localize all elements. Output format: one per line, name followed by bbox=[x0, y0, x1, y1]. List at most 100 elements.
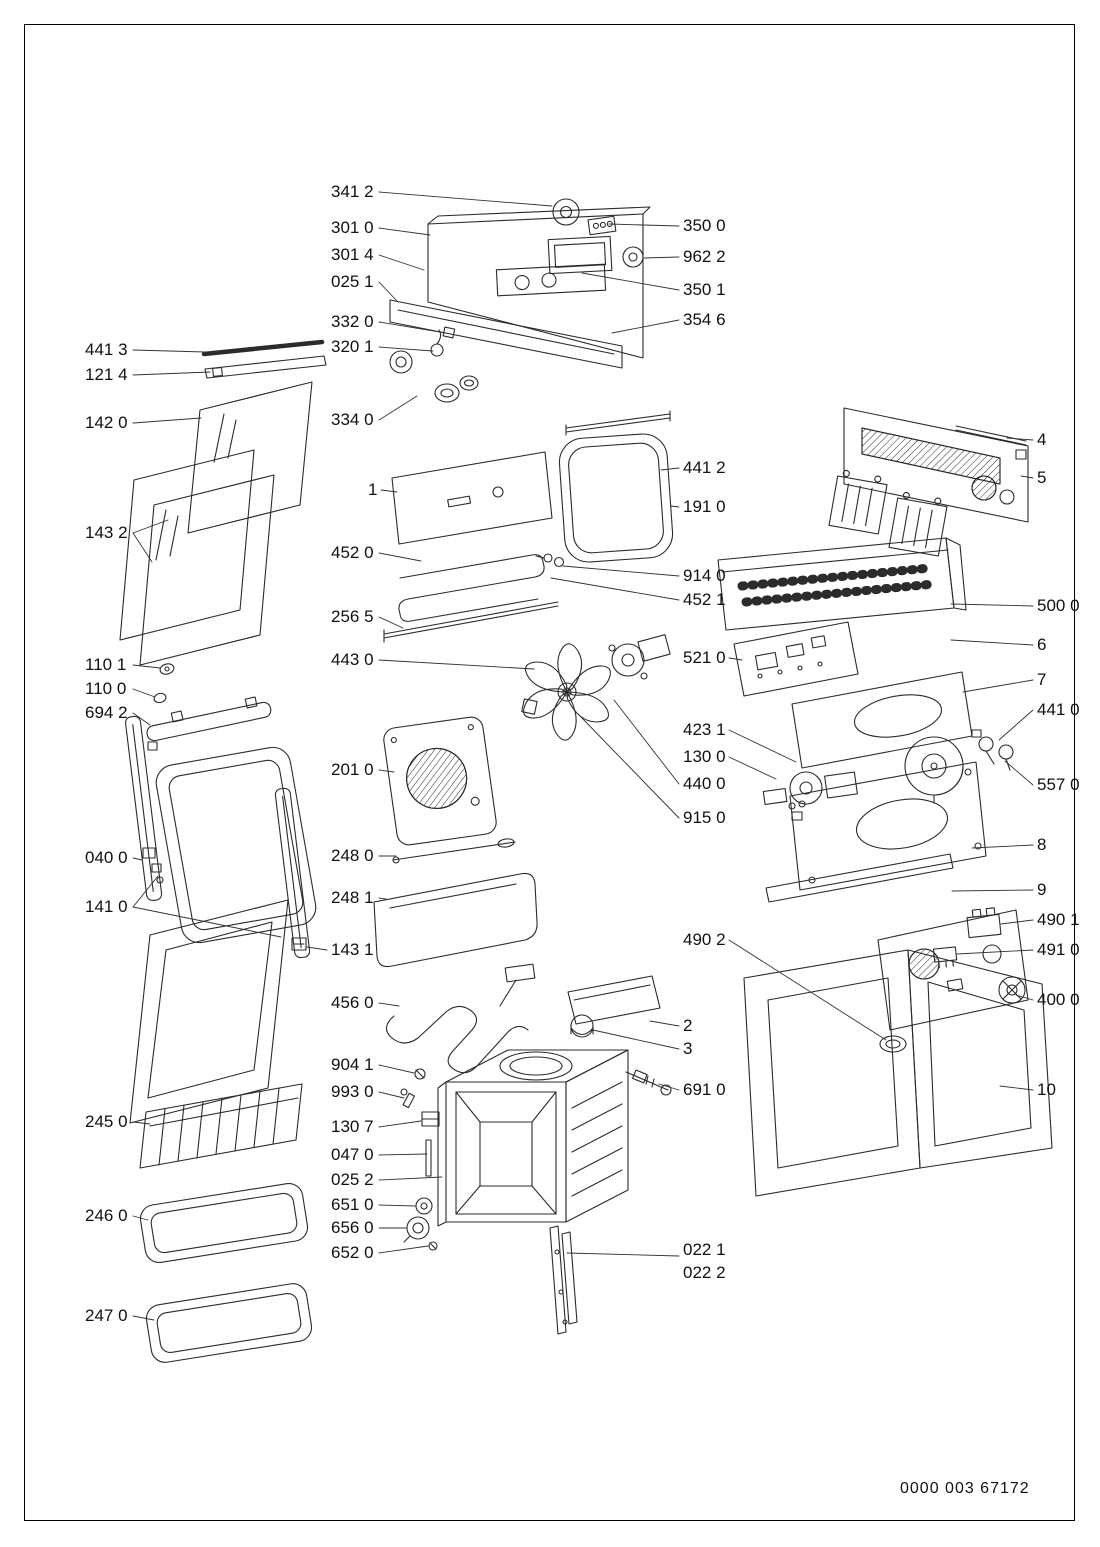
leader-line bbox=[660, 467, 680, 471]
leader-line bbox=[306, 946, 328, 951]
leader-line bbox=[378, 1153, 428, 1156]
leader-line bbox=[378, 395, 418, 421]
control-panel-assembly bbox=[389, 198, 671, 436]
leader-line bbox=[962, 679, 1034, 693]
part-label-440-0: 440 0 bbox=[683, 774, 726, 793]
leader-line bbox=[132, 417, 202, 424]
leader-line bbox=[728, 939, 887, 1041]
part-label-110-1: 110 1 bbox=[85, 655, 127, 674]
leader-line bbox=[998, 709, 1034, 741]
part-label-441-0: 441 0 bbox=[1037, 700, 1080, 719]
part-label-110-0: 110 0 bbox=[85, 679, 127, 698]
part-label-248-1: 248 1 bbox=[331, 888, 374, 907]
leader-line bbox=[658, 1083, 680, 1091]
leader-line bbox=[378, 1204, 416, 1207]
leader-line bbox=[132, 875, 159, 908]
leader-line bbox=[378, 1120, 422, 1128]
part-label-256-5: 256 5 bbox=[331, 607, 374, 626]
leader-line bbox=[579, 715, 680, 819]
part-label-490-1: 490 1 bbox=[1037, 910, 1080, 929]
part-label-557-0: 557 0 bbox=[1037, 775, 1080, 794]
part-label-301-4: 301 4 bbox=[331, 245, 374, 264]
part-label-022-2: 022 2 bbox=[683, 1263, 726, 1282]
part-label-354-6: 354 6 bbox=[683, 310, 726, 329]
part-label-993-0: 993 0 bbox=[331, 1082, 374, 1101]
leader-line bbox=[550, 577, 680, 601]
page-border bbox=[24, 24, 1075, 1521]
leader-line bbox=[378, 191, 553, 207]
part-label-301-0: 301 0 bbox=[331, 218, 374, 237]
leader-line bbox=[670, 505, 680, 508]
part-label-3: 3 bbox=[683, 1039, 693, 1058]
part-label-332-0: 332 0 bbox=[331, 312, 374, 331]
part-label-691-0: 691 0 bbox=[683, 1080, 726, 1099]
part-label-490-2: 490 2 bbox=[683, 930, 726, 949]
leader-line bbox=[1004, 760, 1034, 786]
leader-line bbox=[132, 664, 161, 669]
leader-line bbox=[608, 223, 680, 227]
leader-line bbox=[1000, 919, 1034, 925]
part-label-423-1: 423 1 bbox=[683, 720, 726, 739]
leader-line bbox=[728, 657, 743, 661]
part-label-350-1: 350 1 bbox=[683, 280, 726, 299]
leader-line bbox=[378, 321, 447, 334]
part-label-143-2: 143 2 bbox=[85, 523, 128, 542]
part-label-443-0: 443 0 bbox=[331, 650, 374, 669]
leader-line bbox=[378, 1002, 400, 1007]
part-label-456-0: 456 0 bbox=[331, 993, 374, 1012]
leader-line bbox=[132, 906, 282, 938]
leader-line bbox=[378, 1064, 415, 1074]
part-label-025-2: 025 2 bbox=[331, 1170, 374, 1189]
leader-line bbox=[613, 699, 680, 785]
part-label-334-0: 334 0 bbox=[331, 410, 374, 429]
leader-line bbox=[132, 712, 151, 726]
part-label-248-0: 248 0 bbox=[331, 846, 374, 865]
leader-line bbox=[1020, 475, 1034, 479]
part-label-915-0: 915 0 bbox=[683, 808, 726, 827]
part-label-521-0: 521 0 bbox=[683, 648, 726, 667]
leader-line bbox=[1006, 437, 1034, 441]
part-label-656-0: 656 0 bbox=[331, 1218, 374, 1237]
leader-line bbox=[562, 565, 680, 577]
leader-line bbox=[132, 688, 156, 698]
part-label-247-0: 247 0 bbox=[85, 1306, 128, 1325]
part-label-245-0: 245 0 bbox=[85, 1112, 128, 1131]
part-label-246-0: 246 0 bbox=[85, 1206, 128, 1225]
part-label-8: 8 bbox=[1037, 835, 1047, 854]
part-label-914-0: 914 0 bbox=[683, 566, 726, 585]
part-label-7: 7 bbox=[1037, 670, 1047, 689]
part-label-143-1: 143 1 bbox=[331, 940, 374, 959]
leader-line bbox=[378, 659, 535, 670]
leader-line bbox=[378, 346, 434, 352]
part-label-10: 10 bbox=[1037, 1080, 1056, 1099]
leader-line bbox=[581, 272, 680, 291]
leader-line bbox=[380, 489, 398, 493]
leader-line bbox=[132, 519, 169, 534]
leader-line bbox=[378, 769, 395, 773]
part-label-491-0: 491 0 bbox=[1037, 940, 1080, 959]
part-label-191-0: 191 0 bbox=[683, 497, 726, 516]
leader-line bbox=[971, 844, 1034, 849]
part-label-142-0: 142 0 bbox=[85, 413, 128, 432]
part-label-652-0: 652 0 bbox=[331, 1243, 374, 1262]
leader-line bbox=[566, 1252, 680, 1257]
part-label-121-4: 121 4 bbox=[85, 365, 128, 384]
part-label-047-0: 047 0 bbox=[331, 1145, 374, 1164]
rear-parts-group bbox=[717, 407, 1053, 1197]
part-label-2: 2 bbox=[683, 1016, 693, 1035]
center-parts-group bbox=[373, 433, 674, 1335]
leader-line bbox=[132, 1315, 155, 1321]
part-label-5: 5 bbox=[1037, 468, 1047, 487]
part-label-130-0: 130 0 bbox=[683, 747, 726, 766]
leader-line bbox=[378, 616, 404, 629]
part-label-9: 9 bbox=[1037, 880, 1047, 899]
leader-line bbox=[378, 254, 425, 271]
part-label-025-1: 025 1 bbox=[331, 272, 374, 291]
leader-line bbox=[378, 227, 431, 236]
leader-line bbox=[649, 1020, 680, 1027]
leader-line bbox=[956, 949, 1034, 955]
part-label-040-0: 040 0 bbox=[85, 848, 128, 867]
leader-line bbox=[132, 349, 206, 353]
leader-line bbox=[378, 1245, 429, 1254]
